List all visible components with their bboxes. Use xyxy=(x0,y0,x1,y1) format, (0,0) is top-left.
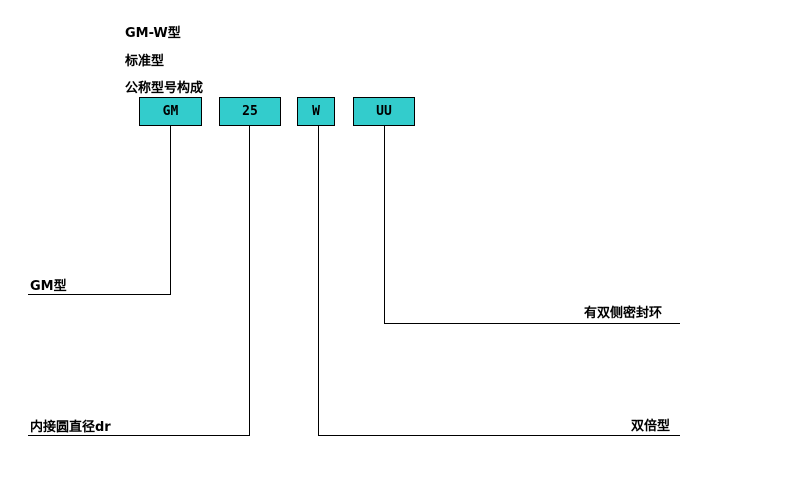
leader-line-double xyxy=(318,126,680,436)
code-box-uu: UU xyxy=(353,97,415,126)
callout-gm: GM型 xyxy=(30,279,67,294)
model-title: GM-W型 xyxy=(125,26,181,41)
callout-double: 双倍型 xyxy=(631,419,671,434)
composition-label: 公称型号构成 xyxy=(125,81,204,96)
code-box-w: W xyxy=(297,97,335,126)
type-label: 标准型 xyxy=(125,54,165,69)
leader-line-gm xyxy=(28,126,171,295)
code-box-size: 25 xyxy=(219,97,281,126)
leader-line-diameter xyxy=(28,126,250,436)
callout-diameter: 内接圆直径dr xyxy=(30,420,111,435)
callout-seal: 有双侧密封环 xyxy=(584,306,663,321)
code-box-gm: GM xyxy=(139,97,202,126)
leader-line-seal xyxy=(384,126,680,324)
